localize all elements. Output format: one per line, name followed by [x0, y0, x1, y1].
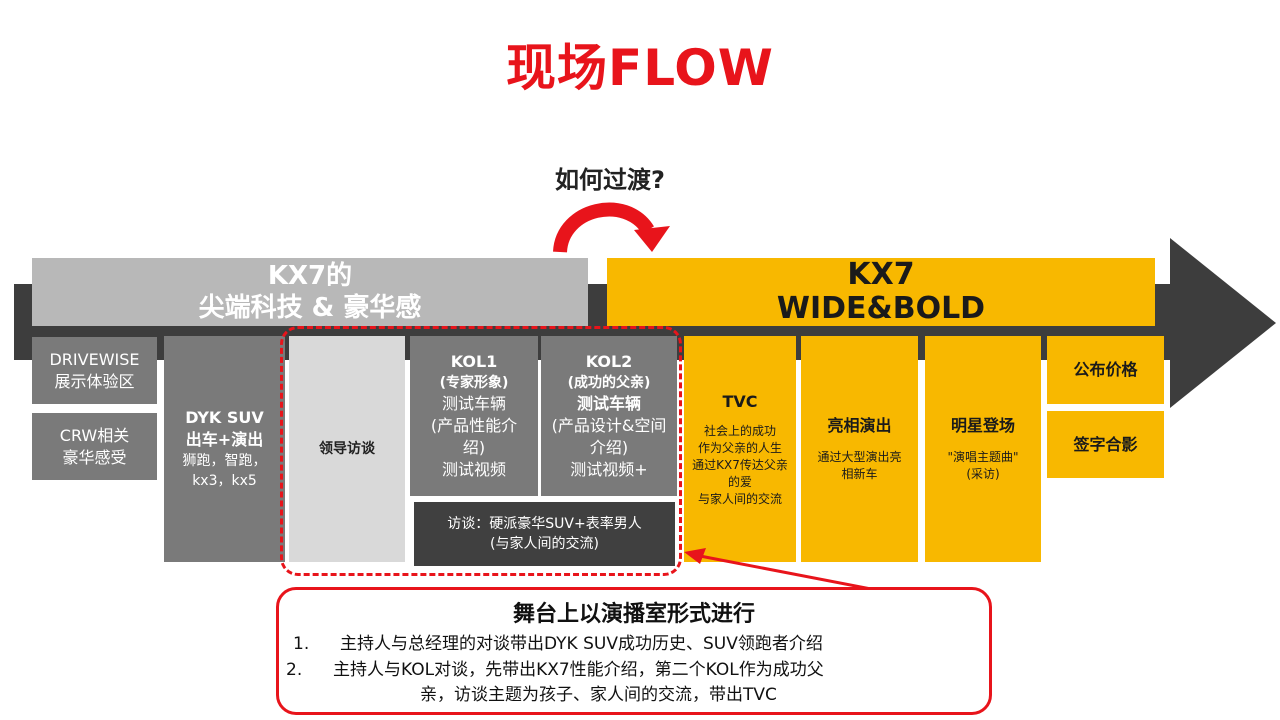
interview-box: 访谈：硬派豪华SUV+表率男人 (与家人间的交流)	[414, 502, 675, 566]
dyk-suv-box: DYK SUV 出车+演出 狮跑，智跑， kx3，kx5	[164, 336, 285, 562]
left-section-header: KX7的 尖端科技 & 豪华感	[32, 258, 588, 326]
page-title: 现场FLOW	[506, 39, 774, 97]
callout-item-2-line-1: 主持人与KOL对谈，先带出KX7性能介绍，第二个KOL作为成功父	[333, 660, 824, 680]
right-section-header: KX7 WIDE&BOLD	[607, 258, 1155, 326]
star-box: 明星登场 "演唱主题曲" (采访)	[925, 336, 1041, 562]
callout-item-2-number: 2.	[286, 660, 303, 680]
kol1-box: KOL1 (专家形象) 测试车辆 (产品性能介 绍) 测试视频	[410, 336, 538, 496]
reveal-box: 亮相演出 通过大型演出亮 相新车	[801, 336, 918, 562]
leader-interview-box: 领导访谈	[289, 336, 405, 562]
tvc-box: TVC 社会上的成功 作为父亲的人生 通过KX7传达父亲 的爱 与家人间的交流	[684, 336, 796, 562]
callout-box	[276, 587, 992, 715]
kol2-box: KOL2 (成功的父亲) 测试车辆 (产品设计&空间 介绍) 测试视频+	[541, 336, 677, 496]
photo-box: 签字合影	[1047, 411, 1164, 478]
transition-question: 如何过渡?	[555, 166, 665, 194]
callout-title: 舞台上以演播室形式进行	[512, 602, 755, 627]
price-box: 公布价格	[1047, 336, 1164, 404]
timeline-arrow-head-icon	[1170, 238, 1276, 408]
callout-item-1: 主持人与总经理的对谈带出DYK SUV成功历史、SUV领跑者介绍	[340, 634, 823, 654]
callout-item-1-number: 1.	[293, 634, 310, 654]
curved-arrow-icon	[553, 202, 670, 253]
studio-highlight-dashed	[280, 326, 682, 576]
callout-item-2-line-2: 亲，访谈主题为孩子、家人间的交流，带出TVC	[420, 685, 777, 705]
drivewise-box: DRIVEWISE 展示体验区	[32, 337, 157, 404]
crw-box: CRW相关 豪华感受	[32, 413, 157, 480]
